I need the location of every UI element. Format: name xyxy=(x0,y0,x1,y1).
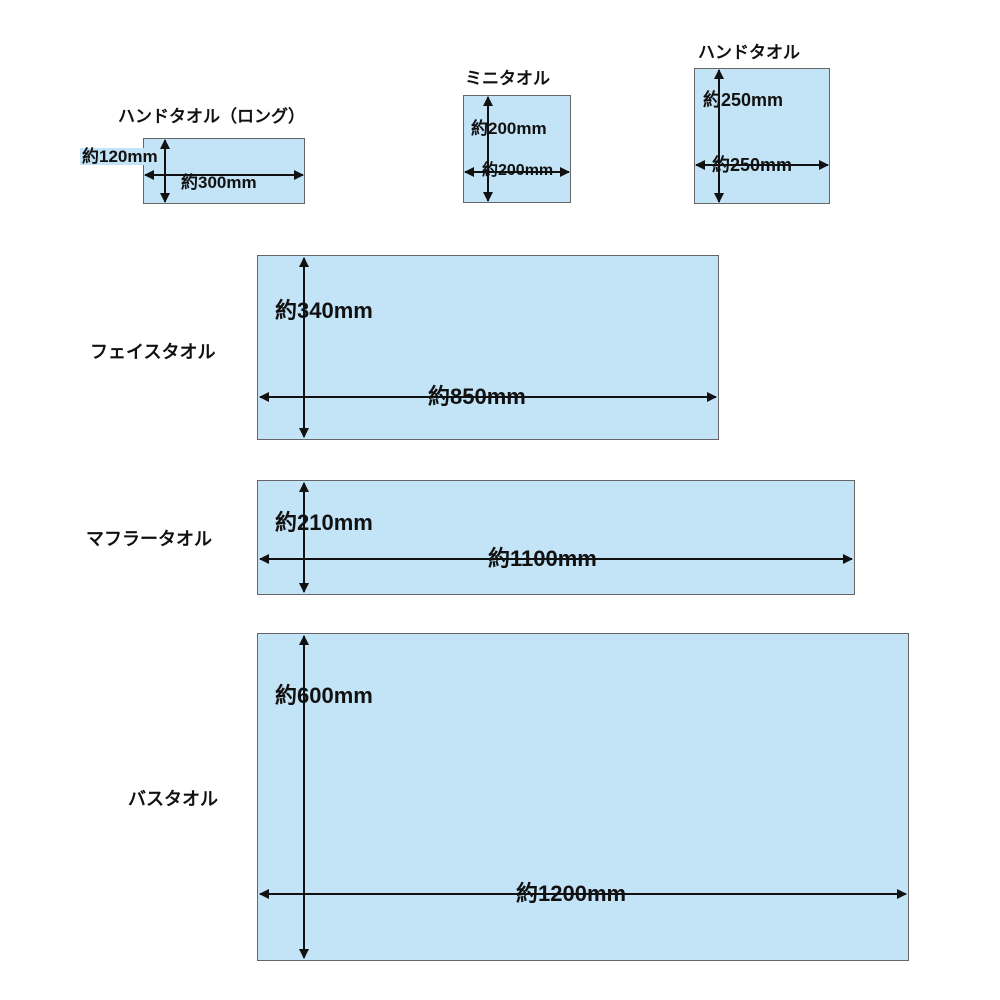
towel-box-mini-towel xyxy=(463,95,571,203)
height-label-hand-towel-long: 約120mm xyxy=(80,147,160,166)
towel-name-face-towel: フェイスタオル xyxy=(90,342,216,363)
towel-name-bath-towel: バスタオル xyxy=(128,789,218,810)
towel-name-muffler-towel: マフラータオル xyxy=(86,529,212,550)
towel-box-muffler-towel xyxy=(257,480,855,595)
towel-name-hand-towel: ハンドタオル xyxy=(698,43,800,63)
towel-name-mini-towel: ミニタオル xyxy=(465,69,550,89)
towel-box-face-towel xyxy=(257,255,719,440)
towel-box-bath-towel xyxy=(257,633,909,961)
towel-name-hand-towel-long: ハンドタオル（ロング） xyxy=(118,107,305,127)
